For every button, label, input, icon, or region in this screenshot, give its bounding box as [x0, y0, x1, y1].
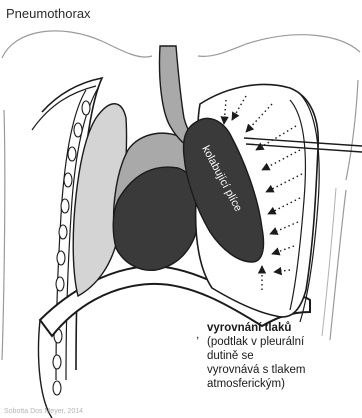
right-shoulder-outline [198, 35, 360, 57]
left-side-outline [2, 110, 5, 360]
rib-1 [82, 101, 90, 115]
caption-heading: vyrovnání tlaků [207, 321, 359, 335]
right-side-outline [346, 80, 358, 180]
caption-line-4: atmosferickým) [207, 377, 359, 391]
right-arm-outline [330, 190, 346, 340]
caption-line-3: vyrovnává s tlakem [207, 363, 359, 377]
left-shoulder-outline [2, 31, 152, 58]
rib-6 [59, 225, 67, 239]
rib-11 [53, 355, 61, 369]
caption-line-2: dutině se [207, 349, 359, 363]
stray-mark: , [196, 327, 199, 341]
rib-5 [61, 199, 69, 213]
rib-12 [53, 381, 61, 395]
rib-7 [57, 251, 65, 265]
rib-8 [56, 277, 64, 291]
rib-2 [74, 123, 82, 137]
pressure-caption: vyrovnání tlaků (podtlak v pleurální dut… [207, 321, 359, 391]
right-arm-outline-inner [322, 188, 336, 336]
rib-4 [64, 173, 72, 187]
caption-line-1: (podtlak v pleurální [207, 335, 359, 349]
rib-3 [68, 147, 76, 161]
image-credit: Sobotta Dos Meyer, 2014 [4, 408, 83, 415]
